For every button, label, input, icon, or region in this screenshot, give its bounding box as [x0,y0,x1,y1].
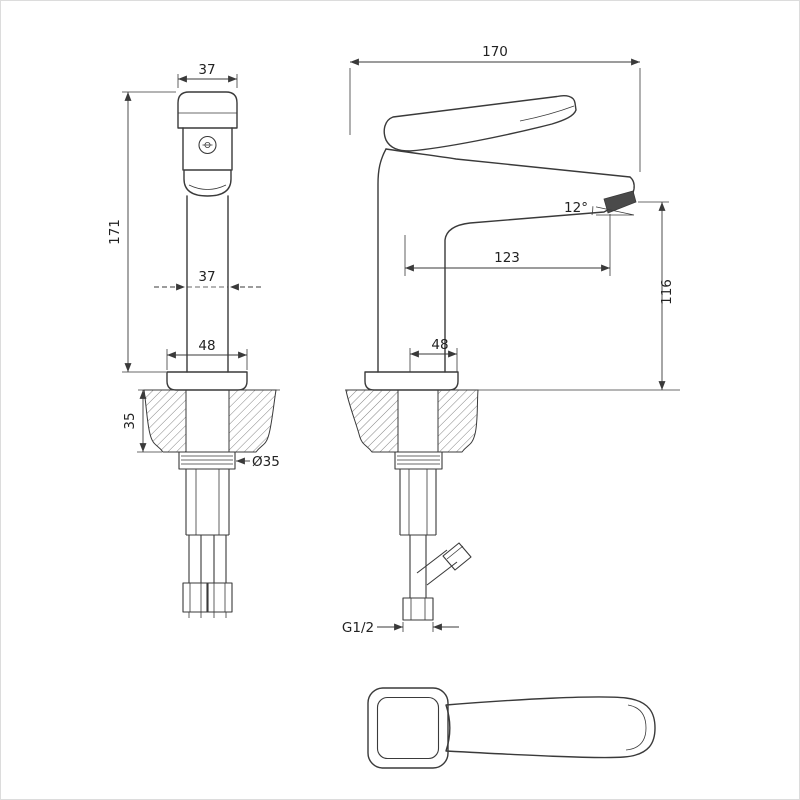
side-thread-size-dim-label: G1/2 [342,620,374,636]
side-spout-angle-dim-label: 12° [564,200,588,216]
front-flange-width-dim-label: 48 [198,338,215,354]
top-view-handle-outline [445,696,656,759]
front-body-width-dim-label: 37 [198,269,215,285]
side-deck-section [345,389,680,453]
front-deck-section [138,389,280,453]
side-faucet-outline [364,94,637,391]
side-spout-reach-dim-label: 123 [494,250,520,266]
side-overall-length-dim-label: 170 [482,44,508,60]
top-view [367,687,656,769]
front-height-dim-label: 171 [107,219,123,245]
top-view-body-outline [367,687,449,769]
front-top-width-dim-label: 37 [198,62,215,78]
front-dimensions: 37 171 37 48 35 Ø35 [107,62,280,470]
side-dimensions: 170 12° 123 116 48 G1/2 [342,44,675,636]
side-view: 170 12° 123 116 48 G1/2 [342,44,680,636]
front-view: 37 171 37 48 35 Ø35 [107,62,280,618]
front-deck-thickness-dim-label: 35 [122,412,138,429]
top-view-spout-outline [376,696,440,760]
front-mounting-hardware [178,451,236,618]
side-mounting-hardware [394,451,472,621]
side-outlet-height-dim-label: 116 [659,279,675,305]
front-faucet-outline [166,91,248,391]
top-view-handle-inner-line [625,704,647,751]
side-flange-depth-dim-label: 48 [431,337,448,353]
front-shank-diameter-dim-label: Ø35 [252,454,280,470]
